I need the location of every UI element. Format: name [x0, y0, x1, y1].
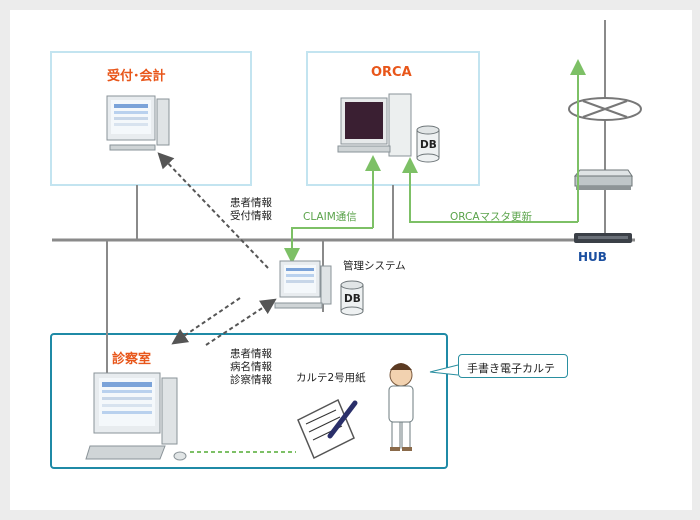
- claim-label: CLAIM通信: [303, 211, 357, 223]
- management-db-icon: [340, 280, 364, 316]
- doctor-icon: [388, 363, 414, 451]
- orca-db-label: DB: [420, 139, 437, 151]
- callout-pointer: [429, 364, 459, 376]
- reception-title: 受付･会計: [107, 69, 166, 84]
- exam-info-label-1: 患者情報: [230, 348, 272, 360]
- internet-router-icon: [568, 97, 642, 121]
- reception-info-label-2: 受付情報: [230, 210, 272, 222]
- exam-to-mgmt-arrow: [205, 298, 277, 346]
- hub-icon: [574, 233, 632, 243]
- karte-form-label: カルテ2号用紙: [296, 372, 366, 384]
- orca-server-icon: [337, 93, 412, 157]
- management-pc-icon: [274, 260, 332, 309]
- orca-master-arrow: [402, 157, 578, 223]
- orca-db-icon: [416, 125, 440, 163]
- management-system-label: 管理システム: [343, 260, 406, 272]
- reception-info-label-1: 患者情報: [230, 197, 272, 209]
- karte-paper-icon: [297, 398, 358, 460]
- reception-mgmt-arrow: [157, 152, 269, 269]
- exam-pc-icon: [85, 372, 187, 461]
- orca-master-label: ORCAマスタ更新: [450, 211, 533, 223]
- exam-room-title: 診察室: [112, 352, 152, 367]
- exam-info-label-2: 病名情報: [230, 361, 272, 373]
- mgmt-db-label: DB: [344, 293, 361, 305]
- exam-info-label-3: 診察情報: [230, 374, 272, 386]
- mgmt-to-exam-arrow: [171, 297, 241, 345]
- orca-title: ORCA: [371, 65, 412, 80]
- reception-pc-icon: [106, 95, 170, 151]
- claim-down-arrow: [284, 227, 373, 264]
- modem-icon: [573, 169, 633, 190]
- hub-label: HUB: [578, 250, 607, 264]
- handwritten-karte-callout: 手書き電子カルテ: [458, 354, 568, 378]
